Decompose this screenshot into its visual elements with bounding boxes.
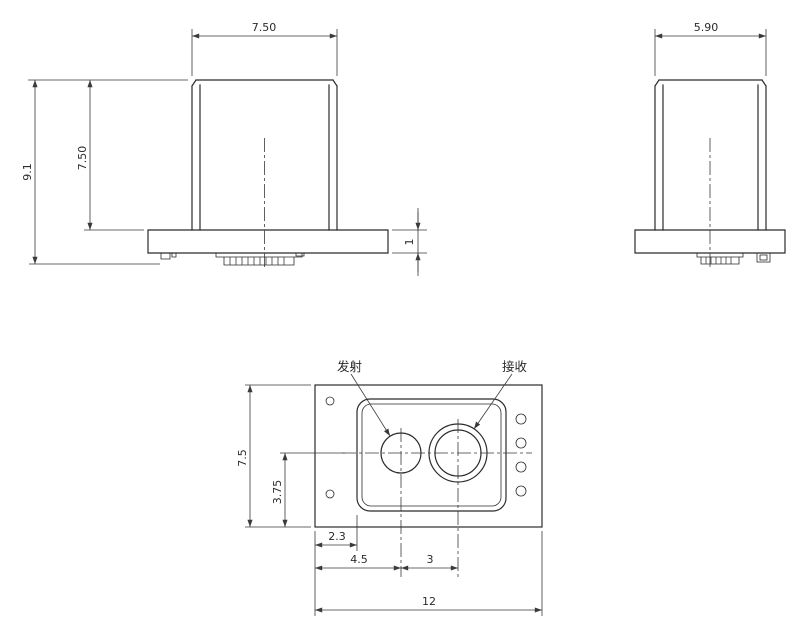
dim-front-total-height-text: 9.1 [21, 163, 34, 181]
dim-top-lens-spacing-text: 3 [427, 553, 434, 566]
receiver-label: 接收 [502, 359, 528, 374]
dim-top-emitter-x-text: 4.5 [350, 553, 368, 566]
side-connector-outline [696, 253, 744, 265]
dim-front-base-thickness-ext [392, 229, 427, 254]
dim-top-module-offset-text: 2.3 [328, 530, 346, 543]
dim-front-body-height-text: 7.50 [76, 146, 89, 171]
emitter-label: 发射 [337, 359, 362, 374]
dim-front-body-height: 7.50 [28, 79, 188, 231]
dim-front-base-thickness: 1 [392, 208, 427, 276]
dim-top-height-ext [245, 384, 311, 528]
mount-hole-bottom-left [325, 489, 335, 499]
dim-front-body-height-ext [28, 79, 188, 231]
side-view: 5.90 [634, 21, 786, 268]
pin-hole-4 [515, 485, 527, 497]
top-view: 发射 接收 7.5 3.75 2.3 [236, 359, 543, 616]
front-base-plate [147, 229, 389, 254]
dim-top-total-width: 12 [315, 595, 542, 613]
pin-hole-2 [515, 437, 527, 449]
dim-top-emitter-x: 4.5 [315, 553, 401, 571]
emitter-callout: 发射 [337, 359, 391, 437]
dim-front-base-thickness-text: 1 [403, 239, 416, 246]
front-left-tabs [160, 253, 177, 260]
side-body-outline [654, 79, 767, 231]
dim-top-center-height-text: 3.75 [271, 480, 284, 505]
side-right-block-inner [759, 254, 768, 261]
top-module-outline [356, 398, 507, 512]
receiver-callout: 接收 [473, 359, 528, 430]
front-view: 7.50 7.50 9.1 1 [21, 21, 427, 276]
top-outer-plate [314, 384, 543, 528]
receiver-leader-line [473, 373, 513, 430]
emitter-leader-line [350, 373, 391, 437]
side-base-plate [634, 229, 786, 254]
dim-top-total-width-text: 12 [422, 595, 436, 608]
dim-top-height-text: 7.5 [236, 449, 249, 467]
front-body-outline [191, 79, 338, 231]
dim-side-width-text: 5.90 [694, 21, 719, 34]
top-module-inner-outline [361, 403, 502, 507]
dim-top-height: 7.5 [236, 384, 311, 528]
pin-hole-3 [515, 461, 527, 473]
side-right-block [756, 252, 771, 263]
mount-hole-top-left [325, 396, 335, 406]
front-right-tab [295, 253, 305, 257]
dim-front-width: 7.50 [191, 21, 338, 76]
dim-top-center-height: 3.75 [271, 452, 345, 527]
dim-front-width-text: 7.50 [252, 21, 277, 34]
dim-front-total-height: 9.1 [21, 80, 160, 265]
dim-top-module-offset: 2.3 [315, 530, 357, 548]
dim-top-lens-spacing: 3 [401, 553, 458, 571]
dim-side-width: 5.90 [654, 21, 767, 76]
pin-hole-1 [515, 413, 527, 425]
front-connector-pins [229, 257, 285, 265]
side-connector-pins [705, 257, 732, 264]
front-connector-outline [215, 253, 303, 266]
